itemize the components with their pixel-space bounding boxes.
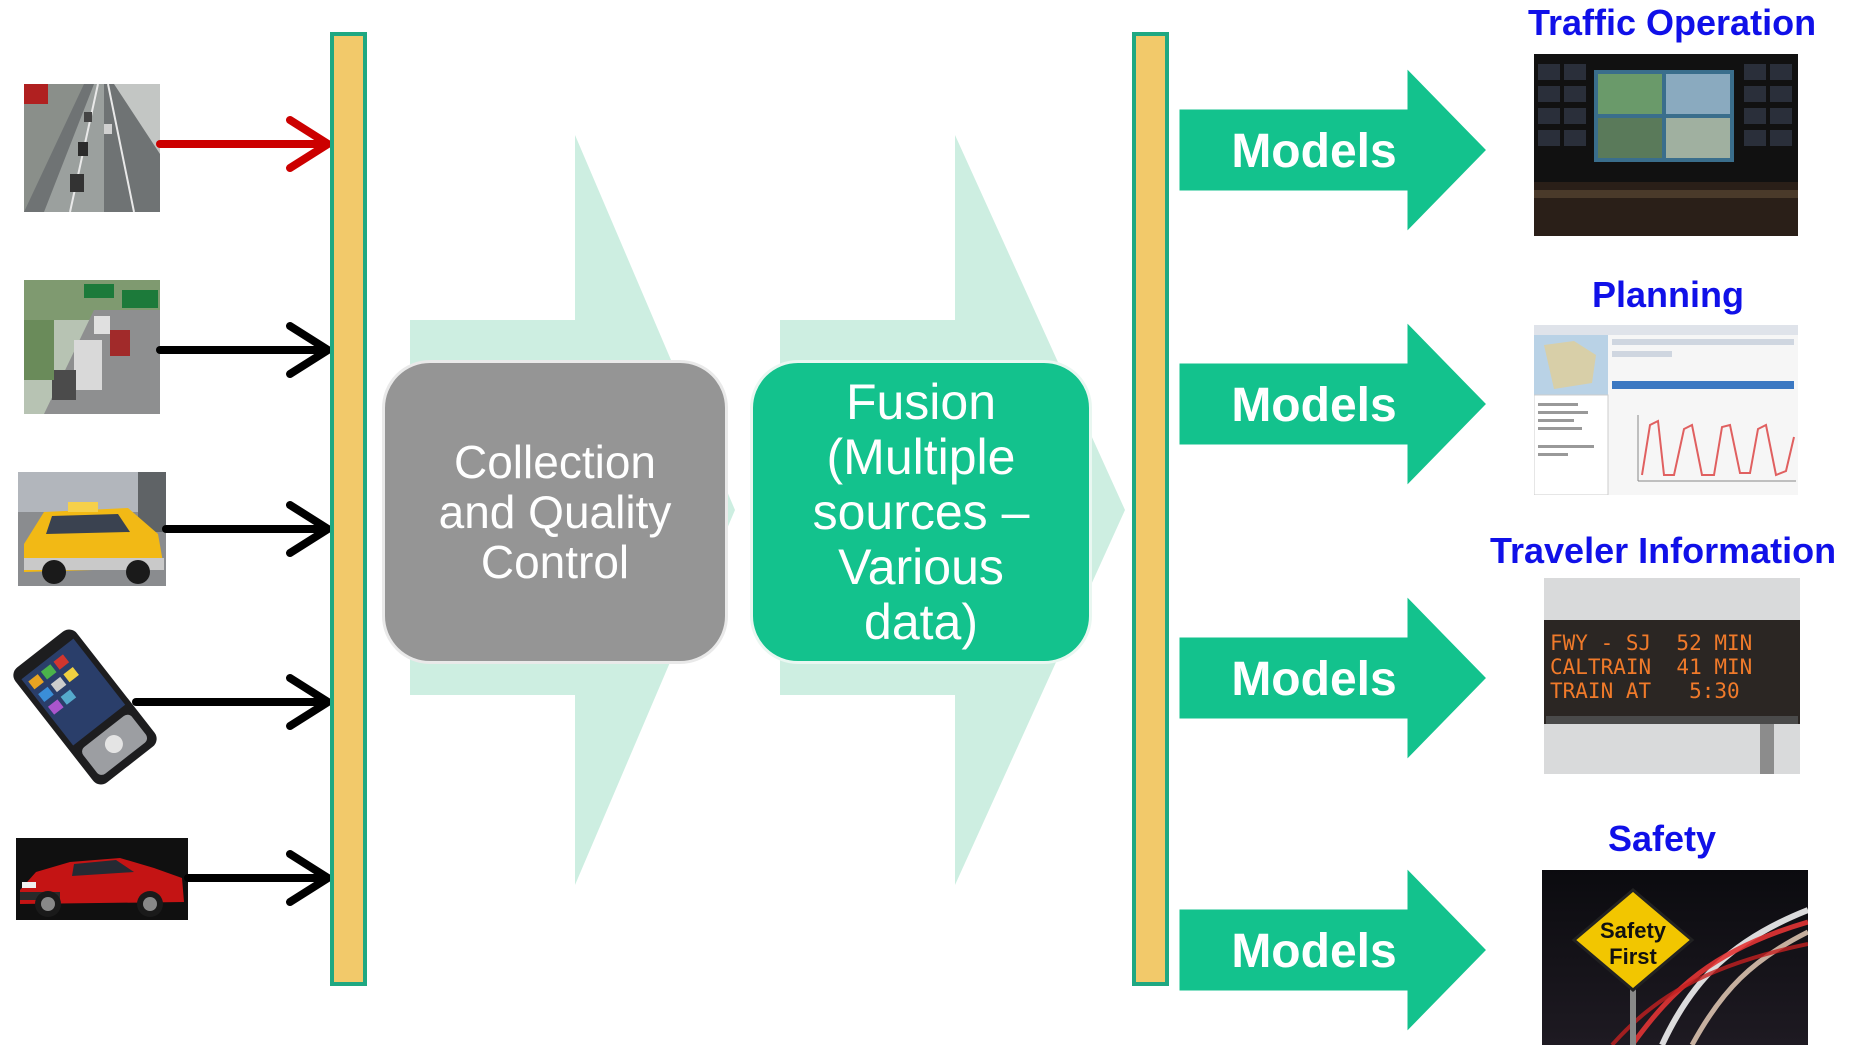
output-title-safety: Safety <box>1608 818 1717 859</box>
safety-first-image: Safety First <box>1542 870 1808 1045</box>
freeway-traffic-icon <box>24 280 160 414</box>
car-icon <box>16 838 188 920</box>
collection-quality-control-box: Collection and Quality Control <box>382 360 728 664</box>
output-title-traffic-operation: Traffic Operation <box>1528 2 1817 43</box>
safety-sign-line-2: First <box>1609 944 1657 969</box>
safety-sign-line-1: Safety <box>1600 918 1667 943</box>
input-arrow-freeway <box>156 322 332 378</box>
model-arrow-4 <box>1176 862 1491 1038</box>
fusion-line-4: Various <box>838 538 1004 595</box>
collection-line-1: Collection <box>454 436 656 488</box>
models-label-2: Models <box>1231 379 1397 432</box>
fusion-box: Fusion (Multiple sources – Various data) <box>750 360 1092 664</box>
output-distributor-bar <box>1132 32 1169 986</box>
input-arrow-taxi <box>162 501 332 557</box>
fusion-line-3: sources – <box>812 483 1030 540</box>
model-arrow-3 <box>1176 590 1491 766</box>
models-label-1: Models <box>1231 125 1397 178</box>
input-arrow-car <box>184 850 332 906</box>
input-arrow-highway <box>156 116 332 172</box>
models-label-4: Models <box>1231 925 1397 978</box>
collection-line-3: Control <box>480 536 630 588</box>
vms-line-1: FWY - SJ 52 MIN <box>1550 631 1752 655</box>
fusion-line-5: data) <box>864 593 978 650</box>
input-collector-bar <box>330 32 367 986</box>
traffic-control-room-image <box>1534 54 1798 236</box>
highway-camera-icon <box>24 84 160 212</box>
planning-software-image <box>1534 325 1798 495</box>
fusion-line-2: (Multiple <box>826 428 1016 485</box>
model-arrow-1 <box>1176 62 1491 238</box>
taxi-icon <box>18 472 166 586</box>
variable-message-sign-image: FWY - SJ 52 MIN CALTRAIN 41 MIN TRAIN AT… <box>1544 578 1800 774</box>
model-arrow-2 <box>1176 316 1491 492</box>
collection-line-2: and Quality <box>438 486 672 538</box>
output-title-planning: Planning <box>1592 274 1744 315</box>
models-label-3: Models <box>1231 653 1397 706</box>
smartphone-icon <box>10 628 160 786</box>
fusion-line-1: Fusion <box>845 373 997 430</box>
vms-line-2: CALTRAIN 41 MIN <box>1550 655 1752 679</box>
input-arrow-phone <box>132 674 332 730</box>
vms-line-3: TRAIN AT 5:30 <box>1550 679 1740 703</box>
output-title-traveler-information: Traveler Information <box>1490 530 1837 571</box>
